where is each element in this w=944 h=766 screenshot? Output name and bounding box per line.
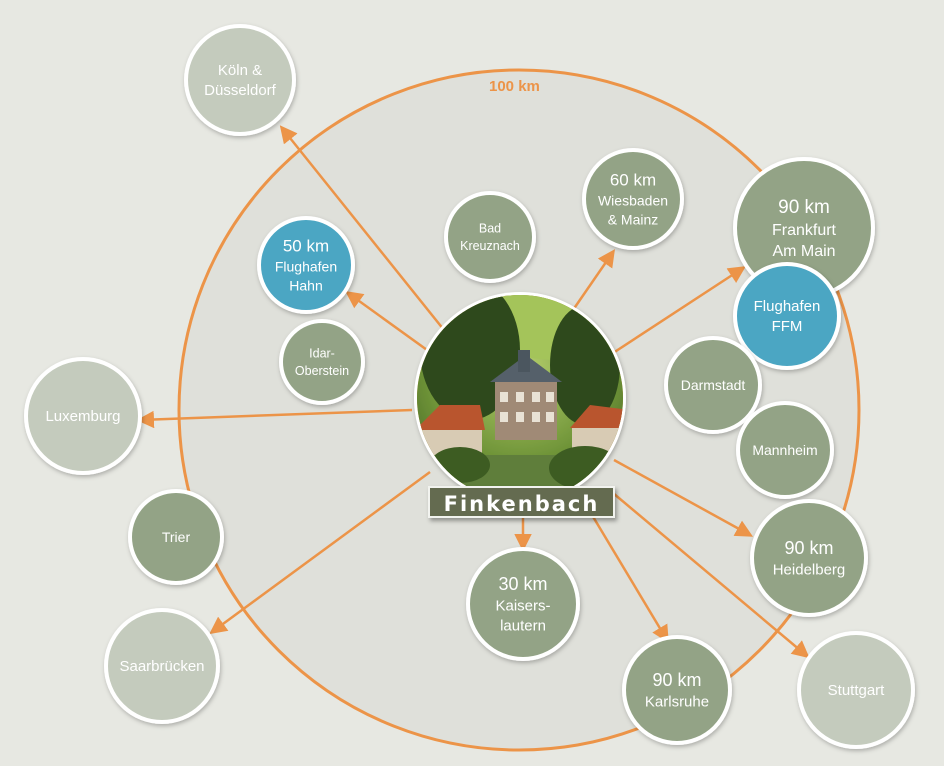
- node-name: Hahn: [289, 277, 322, 293]
- node-circle: [622, 635, 732, 745]
- node-name: Idar-: [309, 347, 335, 361]
- node-circle: [128, 489, 224, 585]
- node-circle: [466, 547, 580, 661]
- node-heidelberg: 90 km Heidelberg: [750, 499, 868, 617]
- radius-label: 100 km: [489, 78, 540, 95]
- node-name: Oberstein: [295, 364, 349, 378]
- arrow-to-saarbruecken: [209, 470, 431, 635]
- node-saarbruecken: Saarbrücken: [104, 608, 220, 724]
- node-name: Luxemburg: [45, 408, 120, 425]
- arrow-to-wiesbaden-mainz: [571, 249, 615, 311]
- arrow-to-luxemburg: [136, 408, 413, 429]
- node-distance: 90 km: [784, 538, 833, 558]
- node-name: Flughafen: [754, 298, 821, 315]
- node-circle: [733, 262, 841, 370]
- node-circle: [24, 357, 142, 475]
- node-distance: 50 km: [283, 237, 329, 256]
- arrow-layer: [136, 125, 810, 659]
- node-distance: 30 km: [498, 574, 547, 594]
- node-trier: Trier: [128, 489, 224, 585]
- arrow-to-koeln-duesseldorf: [279, 125, 453, 341]
- node-distance: 60 km: [610, 171, 656, 190]
- arrow-to-heidelberg: [613, 458, 754, 537]
- node-circle: [664, 336, 762, 434]
- node-idar-oberstein: Idar- Oberstein: [279, 319, 365, 405]
- node-name: Karlsruhe: [645, 694, 709, 711]
- arrow-to-frankfurt: [609, 266, 746, 357]
- node-koeln-duesseldorf: Köln & Düsseldorf: [184, 24, 296, 136]
- node-name: Darmstadt: [681, 377, 746, 393]
- node-name: Bad: [479, 222, 501, 236]
- node-circle: [104, 608, 220, 724]
- node-name: FFM: [772, 318, 803, 335]
- node-circle: [797, 631, 915, 749]
- node-name: & Mainz: [608, 211, 659, 227]
- node-name: lautern: [500, 618, 546, 635]
- node-kaiserslautern: 30 km Kaisers-lautern: [466, 547, 580, 661]
- node-darmstadt: Darmstadt: [664, 336, 762, 434]
- node-name: Wiesbaden: [598, 192, 668, 208]
- node-circle: [257, 216, 355, 314]
- node-name: Kaisers-: [495, 598, 550, 615]
- finkenbach-photo: [414, 292, 626, 504]
- node-name: Frankfurt: [772, 222, 837, 239]
- node-frankfurt: 90 km Frankfurt Am Main: [733, 157, 875, 299]
- node-name: Düsseldorf: [204, 82, 277, 99]
- node-luxemburg: Luxemburg: [24, 357, 142, 475]
- node-name: Am Main: [772, 243, 835, 260]
- node-name: Flughafen: [275, 258, 337, 274]
- arrow-to-stuttgart: [606, 487, 810, 659]
- center-name-badge: Finkenbach: [428, 486, 615, 518]
- node-name: Kreuznach: [460, 239, 520, 253]
- node-name: Heidelberg: [773, 562, 846, 579]
- node-circle: [279, 319, 365, 405]
- node-circle: [184, 24, 296, 136]
- node-circle: [750, 499, 868, 617]
- node-name: Köln &: [218, 62, 262, 79]
- node-distance: 90 km: [652, 670, 701, 690]
- node-name: Saarbrücken: [119, 658, 204, 675]
- node-stuttgart: Stuttgart: [797, 631, 915, 749]
- node-name: Stuttgart: [828, 682, 886, 699]
- node-circle: [444, 191, 536, 283]
- arrow-to-karlsruhe: [584, 504, 669, 644]
- node-name: Trier: [162, 529, 191, 545]
- node-wiesbaden-mainz: 60 km Wiesbaden & Mainz: [582, 148, 684, 250]
- node-circle: [582, 148, 684, 250]
- node-karlsruhe: 90 km Karlsruhe: [622, 635, 732, 745]
- node-mannheim: Mannheim: [736, 401, 834, 499]
- node-circle: [736, 401, 834, 499]
- node-name: Mannheim: [752, 442, 817, 458]
- node-distance: 90 km: [778, 197, 830, 218]
- arrow-to-flughafen-hahn: [345, 290, 435, 357]
